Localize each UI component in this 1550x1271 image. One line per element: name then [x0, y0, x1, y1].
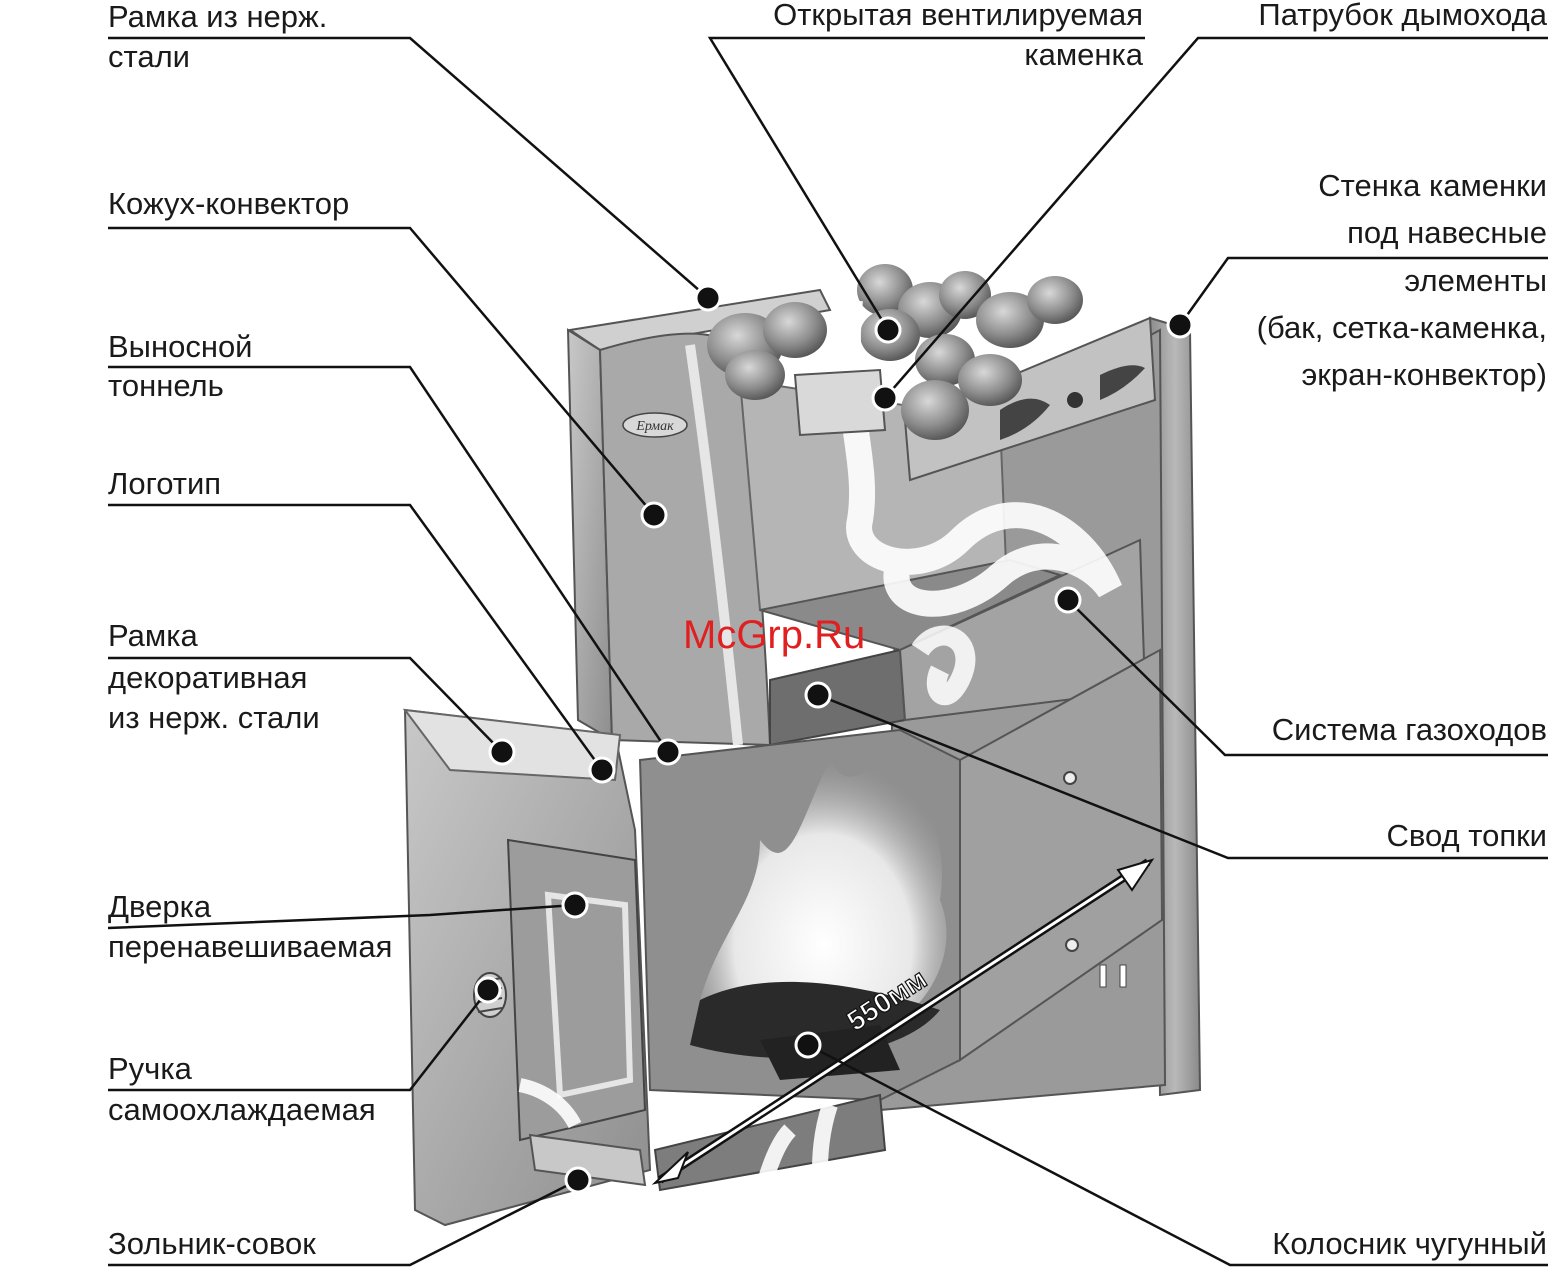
- stove-illustration: Ермак: [402, 264, 1202, 1227]
- label-gas-duct-system: Система газоходов: [1272, 712, 1547, 747]
- label-cast-iron-grate: Колосник чугунный: [1272, 1226, 1547, 1261]
- label-handle-line2: самоохлаждаемая: [108, 1092, 376, 1127]
- watermark: McGrp.Ru: [683, 613, 865, 657]
- label-chimney-pipe: Патрубок дымохода: [1258, 0, 1547, 32]
- label-door-line1: Дверка: [108, 889, 212, 924]
- label-logo: Логотип: [108, 466, 221, 501]
- label-convector-casing: Кожух-конвектор: [108, 186, 349, 221]
- label-decorative-frame-line3: из нерж. стали: [108, 700, 320, 735]
- label-heater-wall-line1: Стенка каменки: [1318, 168, 1547, 203]
- label-firebox-vault: Свод топки: [1386, 818, 1547, 853]
- label-ash-pan: Зольник-совок: [108, 1226, 316, 1261]
- label-decorative-frame-line2: декоративная: [108, 660, 307, 695]
- label-remote-tunnel-line2: тоннель: [108, 368, 224, 403]
- label-door-line2: перенавешиваемая: [108, 929, 392, 964]
- label-frame-steel-line2: стали: [108, 39, 190, 74]
- label-heater-wall-line5: экран-конвектор): [1301, 357, 1547, 392]
- label-handle-line1: Ручка: [108, 1051, 193, 1086]
- logo-badge-text: Ермак: [635, 419, 674, 434]
- label-open-heater-line1: Открытая вентилируемая: [773, 0, 1143, 32]
- label-decorative-frame-line1: Рамка: [108, 618, 198, 653]
- label-heater-wall-line4: (бак, сетка-каменка,: [1257, 310, 1547, 345]
- label-heater-wall-line3: элементы: [1404, 263, 1547, 298]
- callout-dots: [474, 284, 1194, 1194]
- label-frame-steel-line1: Рамка из нерж.: [108, 0, 327, 34]
- label-remote-tunnel-line1: Выносной: [108, 329, 253, 364]
- leaders: [107, 36, 1548, 1267]
- logo-badge: [622, 412, 688, 438]
- label-heater-wall-line2: под навесные: [1347, 215, 1547, 250]
- label-open-heater-line2: каменка: [1024, 37, 1143, 72]
